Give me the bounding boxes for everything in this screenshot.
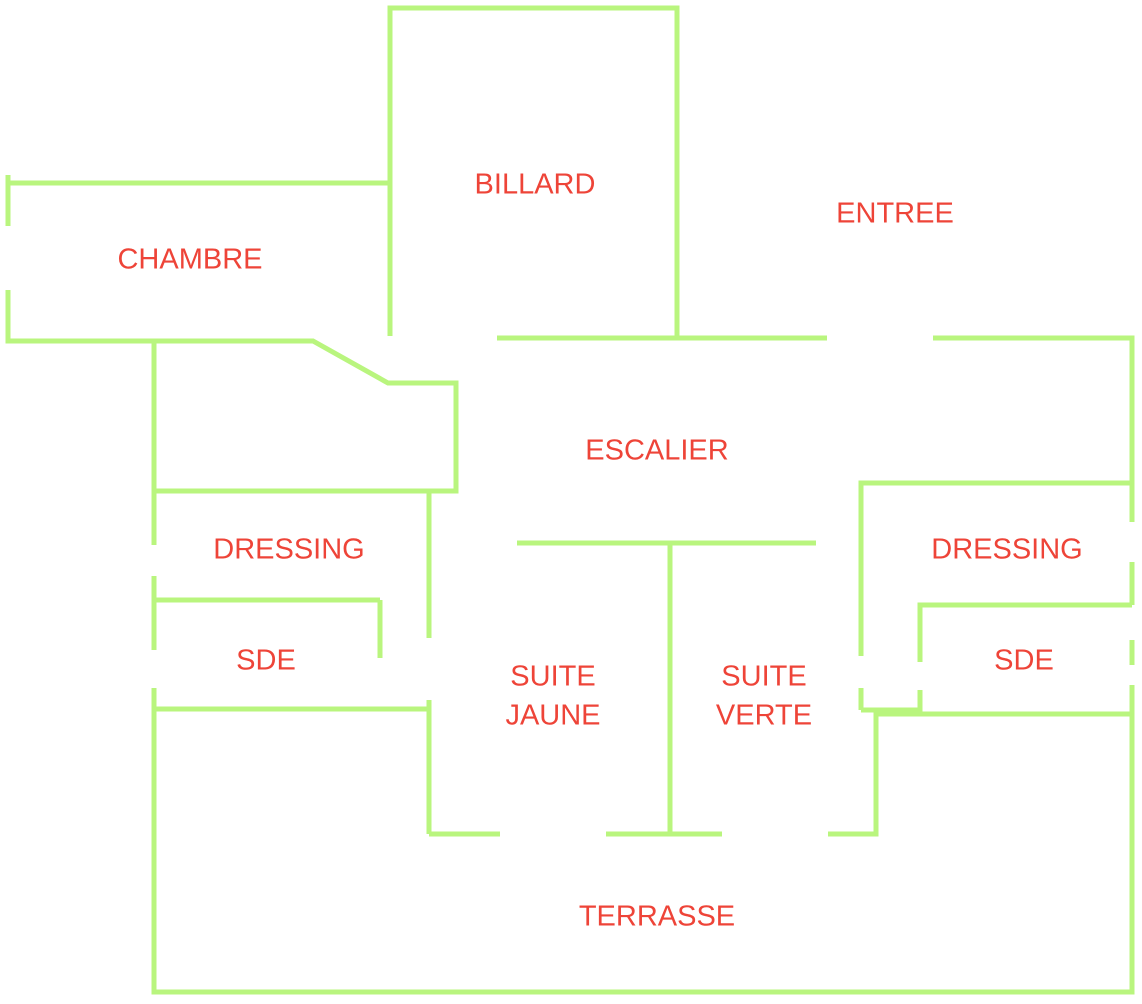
wall-right-upper [933, 335, 1135, 483]
wall-billard [387, 5, 680, 338]
label-sde-right: SDE [994, 645, 1054, 677]
label-suite-verte-line1: SUITE [721, 661, 806, 693]
label-terrasse: TERRASSE [579, 901, 735, 933]
label-entree: ENTREE [836, 198, 954, 230]
wall-dressing-right [858, 480, 1135, 656]
wall-terrasse [151, 685, 1135, 995]
wall-suite-verte-bottom-right [828, 711, 1132, 837]
label-chambre: CHAMBRE [117, 244, 262, 276]
room-labels: BILLARD ENTREE CHAMBRE ESCALIER DRESSING… [117, 169, 1082, 933]
wall-chambre [5, 290, 459, 494]
label-suite-jaune-line1: SUITE [510, 661, 595, 693]
label-dressing-right: DRESSING [931, 534, 1082, 566]
walls [5, 5, 1135, 995]
label-suite-verte-line2: VERTE [716, 700, 812, 732]
label-billard: BILLARD [475, 169, 596, 201]
label-sde-left: SDE [236, 645, 296, 677]
label-escalier: ESCALIER [585, 435, 728, 467]
label-suite-jaune-line2: JAUNE [505, 700, 600, 732]
wall-sde-right-top [917, 602, 1132, 662]
label-dressing-left: DRESSING [213, 534, 364, 566]
